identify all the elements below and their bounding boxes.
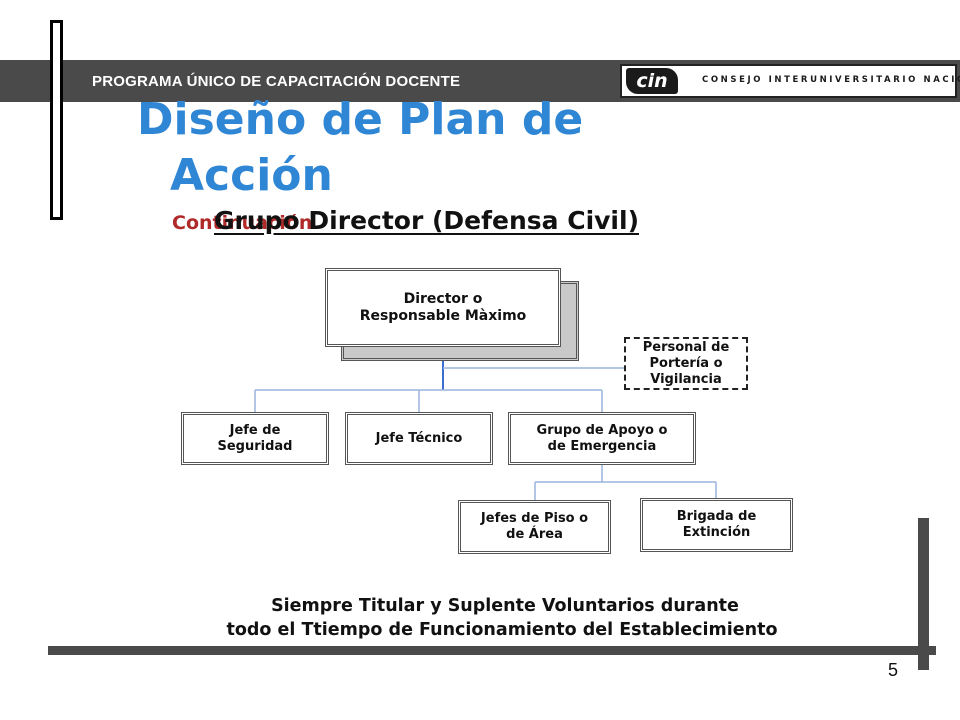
node-portero-line-1: Personal de [642,339,730,355]
cin-logo-mark: cin [626,68,678,94]
node-seguridad-line-1: Jefe de [229,422,281,438]
program-title: PROGRAMA ÚNICO DE CAPACITACIÓN DOCENTE [92,73,461,90]
node-grupo-apoyo: Grupo de Apoyo o de Emergencia [508,412,696,465]
decorative-vertical-bar-left [50,20,63,220]
node-director-line-2: Responsable Màximo [359,307,527,324]
node-director: Director o Responsable Màximo [325,268,561,347]
node-portero-line-2: Portería o [649,355,723,371]
node-jefes-piso-line-1: Jefes de Piso o [480,511,589,526]
slide-title-line-1: Diseño de Plan de [137,94,584,145]
node-brigada: Brigada de Extinción [640,498,793,552]
node-portero: Personal de Portería o Vigilancia [624,337,748,390]
node-brigada-line-2: Extinción [682,525,751,540]
node-tecnico-line-1: Jefe Técnico [375,430,463,446]
footer-note-line-1: Siempre Titular y Suplente Voluntarios d… [271,596,739,616]
node-brigada-line-1: Brigada de [676,509,757,524]
node-jefes-piso-line-2: de Área [506,527,563,542]
cin-logo-name: CONSEJO INTERUNIVERSITARIO NACIONAL [702,75,960,85]
org-chart-heading: Grupo Director (Defensa Civil) [214,206,639,235]
slide-subtitle: Continuación [172,212,313,234]
node-apoyo-line-1: Grupo de Apoyo o [536,422,668,438]
node-apoyo-line-2: de Emergencia [547,438,657,454]
node-seguridad-line-2: Seguridad [217,438,293,454]
node-director-line-1: Director o [403,290,483,307]
node-jefe-tecnico: Jefe Técnico [345,412,493,465]
node-jefes-piso: Jefes de Piso o de Área [458,500,611,554]
decorative-horizontal-bar-bottom [48,646,936,655]
node-portero-line-3: Vigilancia [650,371,722,387]
node-jefe-seguridad: Jefe de Seguridad [181,412,329,465]
footer-note-line-2: todo el Ttiempo de Funcionamiento del Es… [226,620,778,640]
decorative-vertical-bar-right [918,518,929,670]
slide-title-line-2: Acción [170,150,333,201]
cin-logo: cin CONSEJO INTERUNIVERSITARIO NACIONAL [620,64,960,98]
page-number: 5 [888,660,899,680]
